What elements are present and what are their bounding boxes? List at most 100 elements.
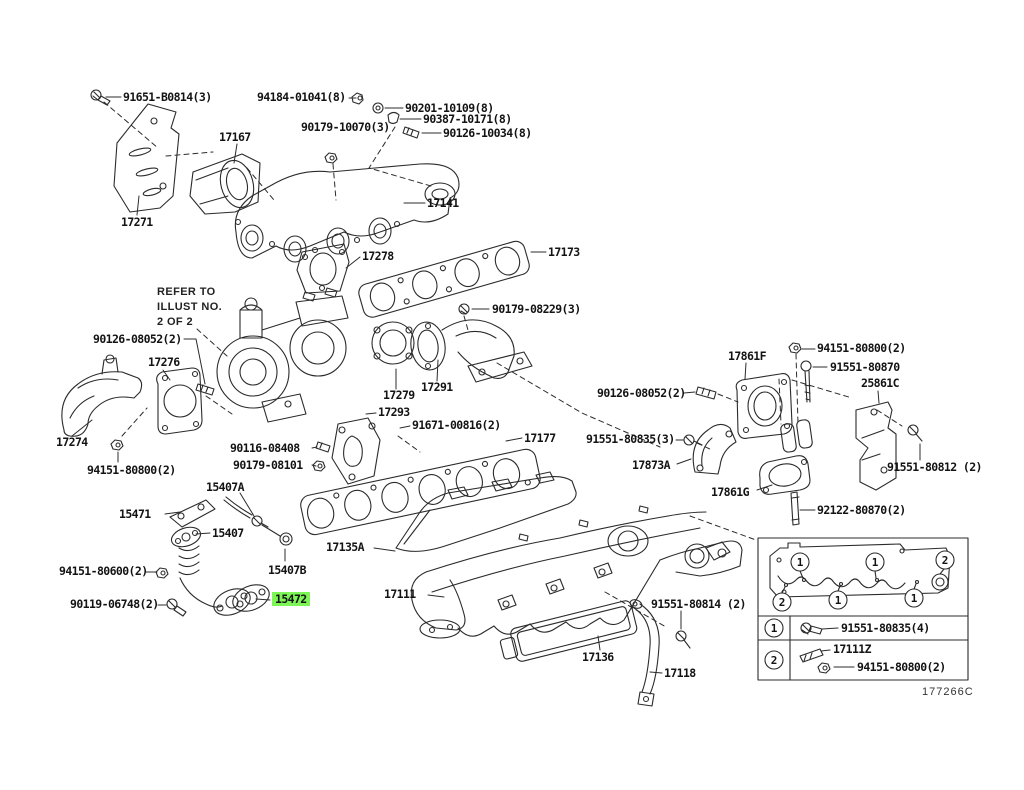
part-label-17279[interactable]: 17279 <box>383 388 415 402</box>
gasket-17276-drawing <box>156 367 203 435</box>
part-label-17177[interactable]: 17177 <box>524 431 556 445</box>
part-label-15407B[interactable]: 15407B <box>268 563 307 577</box>
part-label-17276[interactable]: 17276 <box>148 355 180 369</box>
part-label-17136[interactable]: 17136 <box>582 650 614 664</box>
heat-shield-17271-drawing <box>113 103 180 213</box>
stud-icon <box>790 491 800 526</box>
part-label-17861F[interactable]: 17861F <box>728 349 767 363</box>
part-label-91551-80812[interactable]: 91551-80812 (2) <box>887 460 982 474</box>
part-label-17291[interactable]: 17291 <box>421 380 453 394</box>
part-label-17167[interactable]: 17167 <box>219 130 251 144</box>
washer-icon <box>372 102 384 114</box>
bolt-icon <box>251 515 269 528</box>
part-label-94151-80800-left[interactable]: 94151-80800(2) <box>87 463 176 477</box>
part-label-90201-10109[interactable]: 90201-10109(8) <box>405 101 494 115</box>
part-label-17278[interactable]: 17278 <box>362 249 394 263</box>
svg-text:1: 1 <box>911 592 918 605</box>
exhaust-manifold-17141-drawing <box>234 163 460 263</box>
part-label-17141[interactable]: 17141 <box>427 196 459 210</box>
part-label-17873A[interactable]: 17873A <box>632 458 671 472</box>
stud-icon <box>695 386 717 400</box>
leader-lines <box>71 96 921 674</box>
note-line-1: REFER TO <box>157 286 216 298</box>
gasket-17173-drawing <box>358 240 530 318</box>
gasket-17279-drawing <box>371 321 415 365</box>
part-label-90119-06748[interactable]: 90119-06748(2) <box>70 597 159 611</box>
svg-text:2: 2 <box>771 654 778 667</box>
svg-text:2: 2 <box>942 554 949 567</box>
part-label-90179-10070[interactable]: 90179-10070(3) <box>301 120 390 134</box>
note-line-3: 2 OF 2 <box>157 316 194 328</box>
legend-part-label-17111Z[interactable]: 17111Z <box>833 642 872 656</box>
turbocharger-drawing <box>216 287 349 423</box>
legend-part-label-91551-80835[interactable]: 91551-80835(4) <box>841 621 930 635</box>
part-label-94151-80800-right[interactable]: 94151-80800(2) <box>817 341 906 355</box>
part-label-17271[interactable]: 17271 <box>121 215 153 229</box>
part-label-15471[interactable]: 15471 <box>119 507 151 521</box>
svg-text:2: 2 <box>779 596 786 609</box>
refer-to-illust-note: REFER TO ILLUST NO. 2 OF 2 <box>157 285 222 330</box>
nut-icon <box>312 460 326 472</box>
outlet-elbow-17291-drawing <box>410 319 533 383</box>
part-label-90126-08052-left[interactable]: 90126-08052(2) <box>93 332 182 346</box>
bracket-17873A-drawing <box>692 423 737 475</box>
part-label-17173[interactable]: 17173 <box>548 245 580 259</box>
part-label-90387-10171[interactable]: 90387-10171(8) <box>423 112 512 126</box>
bolt-icon <box>166 598 187 617</box>
bolt-icon <box>90 89 111 106</box>
part-label-94151-80600[interactable]: 94151-80600(2) <box>59 564 148 578</box>
legend-callouts: 1 1 2 2 1 1 1 2 <box>764 550 955 670</box>
part-label-94184-01041[interactable]: 94184-01041(8) <box>257 90 346 104</box>
part-label-91671-00816[interactable]: 91671-00816(2) <box>412 418 501 432</box>
grommet-icon <box>279 532 293 546</box>
svg-text:1: 1 <box>872 556 879 569</box>
part-label-17111[interactable]: 17111 <box>384 587 416 601</box>
part-label-17861G[interactable]: 17861G <box>711 485 750 499</box>
pipe-17118-drawing <box>629 599 660 707</box>
part-label-91551-80835[interactable]: 91551-80835(3) <box>586 432 675 446</box>
legend-part-label-94151-80800[interactable]: 94151-80800(2) <box>857 660 946 674</box>
egr-flange-17861F-drawing <box>735 373 813 453</box>
nut-icon <box>351 92 364 105</box>
gasket-17278-drawing <box>296 243 350 294</box>
part-label-91551-80870[interactable]: 91551-80870 <box>830 360 900 374</box>
stud-icon <box>315 441 331 453</box>
part-label-91551-80814[interactable]: 91551-80814 (2) <box>651 597 746 611</box>
part-label-90126-08052-right[interactable]: 90126-08052(2) <box>597 386 686 400</box>
nut-icon <box>155 567 169 579</box>
part-label-92122-80870[interactable]: 92122-80870(2) <box>817 503 906 517</box>
part-label-90179-08229[interactable]: 90179-08229(3) <box>492 302 581 316</box>
svg-text:1: 1 <box>797 556 804 569</box>
svg-text:1: 1 <box>835 594 842 607</box>
bolt-icon <box>458 303 470 315</box>
nut-icon <box>110 439 124 451</box>
stud-icon <box>402 126 420 139</box>
nut-icon <box>788 342 802 354</box>
fastener-icons <box>90 89 923 649</box>
intake-manifold-17111-drawing <box>410 505 743 639</box>
part-label-17135A[interactable]: 17135A <box>326 540 365 554</box>
part-label-17274[interactable]: 17274 <box>56 435 88 449</box>
gasket-17861G-drawing <box>759 455 811 495</box>
plate-17136-drawing <box>499 600 638 662</box>
legend-box: 1 1 2 2 1 1 1 2 <box>757 537 969 681</box>
part-label-91651-B0814[interactable]: 91651-B0814(3) <box>123 90 212 104</box>
bolt-icon <box>675 630 691 649</box>
part-label-17293[interactable]: 17293 <box>378 405 410 419</box>
bolt-icon <box>800 360 812 403</box>
air-duct-17274-drawing <box>61 354 143 437</box>
bracket-17293-drawing <box>331 417 381 485</box>
part-label-15407A[interactable]: 15407A <box>206 480 245 494</box>
part-label-90116-08408[interactable]: 90116-08408 <box>230 441 300 455</box>
nut-icon <box>324 152 338 164</box>
part-label-90126-10034[interactable]: 90126-10034(8) <box>443 126 532 140</box>
cap-icon <box>387 111 400 125</box>
part-label-90179-08101[interactable]: 90179-08101 <box>233 458 303 472</box>
part-label-15407[interactable]: 15407 <box>212 526 244 540</box>
part-label-25861C[interactable]: 25861C <box>861 376 900 390</box>
insulator-17167-drawing <box>189 153 261 215</box>
part-label-17118[interactable]: 17118 <box>664 666 696 680</box>
part-label-15472-highlighted[interactable]: 15472 <box>272 592 310 606</box>
intake-cover-17135A-drawing <box>395 471 577 552</box>
